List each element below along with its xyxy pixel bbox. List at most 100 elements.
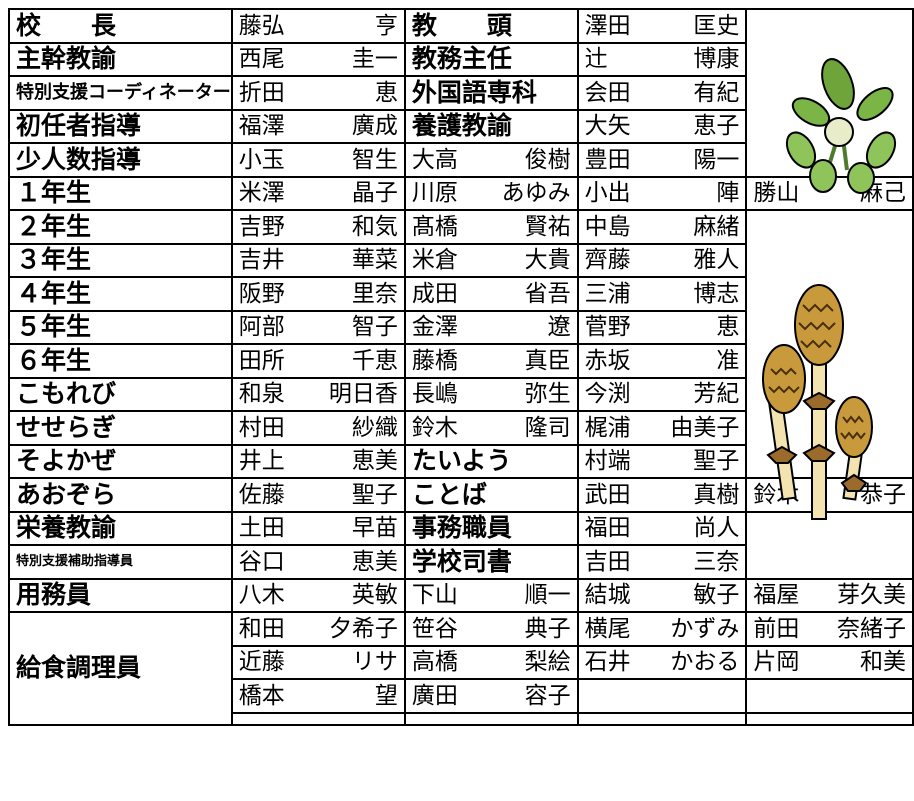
surname: 結城 bbox=[584, 582, 631, 609]
given-name: 奈緒子 bbox=[837, 615, 906, 642]
staff-name: 齊藤雅人 bbox=[576, 242, 748, 278]
given-name: 恵 bbox=[374, 79, 398, 106]
role-label: 給食調理員 bbox=[8, 611, 233, 726]
staff-name: 吉野和気 bbox=[230, 209, 406, 245]
staff-name: 梶浦由美子 bbox=[576, 410, 748, 446]
staff-name: 下山順一 bbox=[403, 577, 579, 613]
surname: 村端 bbox=[584, 448, 631, 475]
given-name: 恵美 bbox=[351, 448, 398, 475]
given-name: 芽久美 bbox=[837, 582, 906, 609]
given-name: 順一 bbox=[524, 582, 571, 609]
role-label: 栄養教諭 bbox=[8, 510, 233, 546]
staff-name: 佐藤聖子 bbox=[230, 477, 406, 513]
given-name: 華菜 bbox=[351, 247, 398, 274]
surname: 谷口 bbox=[238, 548, 285, 575]
empty-cell bbox=[745, 711, 914, 726]
table-row: 栄養教諭土田早苗事務職員福田尚人 bbox=[8, 510, 914, 546]
given-name: 梨絵 bbox=[524, 649, 571, 676]
staff-name: 村端 聖子 bbox=[576, 443, 748, 479]
given-name: 聖子 bbox=[693, 448, 740, 475]
given-name: 准 bbox=[716, 347, 740, 374]
given-name: 由美子 bbox=[670, 414, 740, 441]
staff-name: 小出 陣 bbox=[576, 175, 748, 211]
surname: 長嶋 bbox=[411, 381, 458, 408]
given-name: 匡史 bbox=[693, 12, 740, 39]
surname: 辻 bbox=[584, 46, 608, 73]
staff-name: 福澤 廣成 bbox=[230, 108, 406, 144]
table-row: そよかぜ井上恵美たいよう村端聖子 bbox=[8, 443, 914, 479]
given-name: 里奈 bbox=[351, 280, 398, 307]
given-name: 智生 bbox=[351, 146, 398, 173]
given-name: あゆみ bbox=[501, 180, 571, 207]
given-name: 博志 bbox=[693, 280, 740, 307]
surname: 大高 bbox=[411, 146, 458, 173]
table-row: 橋本望廣田容子 bbox=[9, 678, 914, 714]
given-name: 賢祐 bbox=[524, 213, 571, 240]
given-name: 有紀 bbox=[693, 79, 740, 106]
given-name: 雅人 bbox=[693, 247, 740, 274]
table-row bbox=[9, 711, 914, 726]
given-name: 和美 bbox=[860, 649, 906, 676]
surname: 阿部 bbox=[238, 314, 285, 341]
given-name: 紗織 bbox=[351, 414, 398, 441]
role-label: ６年生 bbox=[8, 343, 233, 379]
surname: 高橋 bbox=[411, 649, 458, 676]
role-label: 少人数指導 bbox=[8, 142, 233, 178]
surname: 澤田 bbox=[584, 12, 631, 39]
given-name: 陣 bbox=[716, 180, 740, 207]
surname: 村田 bbox=[238, 414, 285, 441]
surname: 吉井 bbox=[238, 247, 285, 274]
staff-name bbox=[745, 510, 914, 545]
staff-name: 村田 紗織 bbox=[230, 410, 406, 446]
given-name: 早苗 bbox=[351, 515, 398, 542]
staff-name: 阪野里奈 bbox=[230, 276, 406, 312]
surname: 小玉 bbox=[238, 146, 285, 173]
staff-name: 川原あゆみ bbox=[403, 175, 579, 211]
staff-name: 横尾かずみ bbox=[576, 611, 748, 647]
staff-name: 長嶋弥生 bbox=[403, 376, 579, 412]
given-name: 真樹 bbox=[693, 481, 740, 508]
surname: 豊田 bbox=[584, 146, 631, 173]
surname: 菅野 bbox=[584, 314, 631, 341]
surname: 吉田 bbox=[584, 548, 631, 575]
surname: 赤坂 bbox=[584, 347, 631, 374]
staff-name: 藤弘亨 bbox=[230, 8, 406, 44]
staff-name: 福田尚人 bbox=[576, 510, 748, 546]
surname: 福澤 bbox=[238, 113, 285, 140]
role-label: ことば bbox=[403, 477, 579, 513]
table-row: １年生米澤晶子川原あゆみ小出陣勝山麻己 bbox=[8, 175, 914, 211]
given-name: 俊樹 bbox=[524, 146, 571, 173]
staff-name bbox=[745, 243, 914, 277]
staff-name: 辻 博康 bbox=[576, 41, 748, 77]
staff-name: 和泉明日香 bbox=[230, 376, 406, 412]
given-name: 博康 bbox=[693, 46, 740, 73]
given-name: 恵子 bbox=[693, 113, 740, 140]
surname: 小出 bbox=[584, 180, 631, 207]
surname: 横尾 bbox=[584, 615, 631, 642]
role-label: 養護教諭 bbox=[403, 108, 579, 144]
given-name: 陽一 bbox=[693, 146, 740, 173]
staff-name bbox=[745, 209, 914, 244]
staff-name: 米倉大貴 bbox=[403, 242, 579, 278]
given-name: 圭一 bbox=[351, 46, 398, 73]
staff-name bbox=[745, 678, 914, 714]
role-label: 特別支援補助指導員 bbox=[8, 544, 233, 580]
given-name: 恵美 bbox=[351, 548, 398, 575]
staff-name: 石井かおる bbox=[576, 644, 748, 680]
staff-name: 赤坂 准 bbox=[576, 343, 748, 379]
empty-cell bbox=[403, 711, 579, 726]
surname: 近藤 bbox=[238, 649, 285, 676]
given-name: リサ bbox=[351, 649, 398, 676]
staff-name: 金澤遼 bbox=[403, 309, 579, 345]
surname: 藤橋 bbox=[411, 347, 458, 374]
staff-name: 鈴木恭子 bbox=[745, 477, 914, 513]
surname: 勝山 bbox=[753, 180, 800, 207]
given-name: 廣成 bbox=[351, 113, 398, 140]
surname: 髙橋 bbox=[411, 213, 458, 240]
table-row: 特別支援補助指導員谷口恵美学校司書吉田三奈 bbox=[8, 544, 914, 580]
table-row: 初任者指導福澤廣成養護教諭大矢恵子 bbox=[8, 108, 914, 144]
given-name: 夕希子 bbox=[328, 615, 398, 642]
given-name: 省吾 bbox=[524, 280, 571, 307]
staff-name: 高橋 梨絵 bbox=[403, 644, 579, 680]
surname: 吉野 bbox=[238, 213, 285, 240]
